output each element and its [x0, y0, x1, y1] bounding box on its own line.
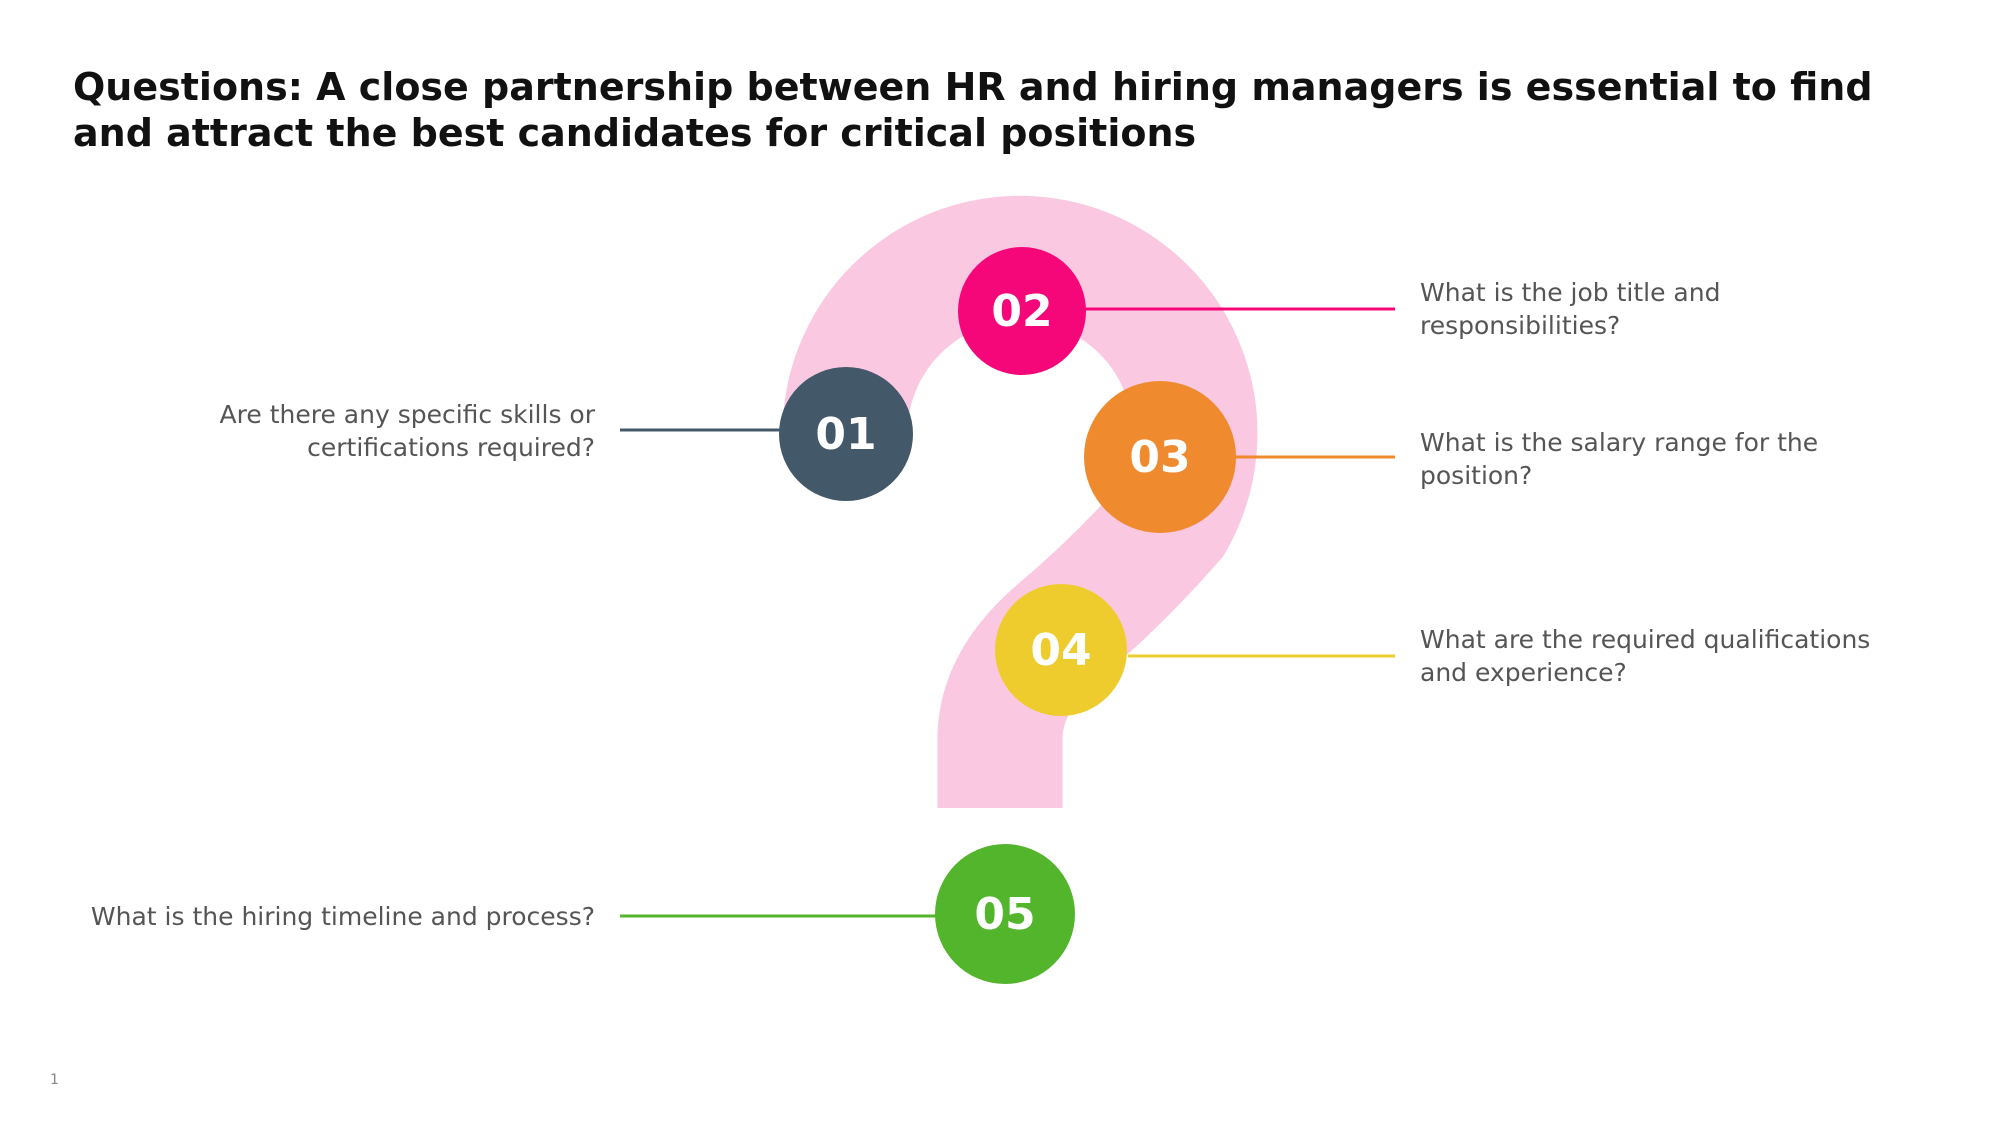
- slide-title: Questions: A close partnership between H…: [73, 65, 1873, 155]
- step-badge-03: 03: [1084, 381, 1236, 533]
- step-number-04: 04: [1030, 625, 1091, 676]
- question-03: What is the salary range for the positio…: [1420, 428, 1819, 490]
- step-badge-02: 02: [958, 247, 1086, 375]
- step-badge-01: 01: [779, 367, 913, 501]
- step-circle-03: [1084, 381, 1236, 533]
- step-number-03: 03: [1129, 432, 1190, 483]
- question-04: What are the required qualifications and…: [1420, 625, 1871, 687]
- page-number: 1: [50, 1072, 59, 1088]
- step-badge-05: 05: [935, 844, 1075, 984]
- step-number-05: 05: [974, 889, 1035, 940]
- step-badge-04: 04: [995, 584, 1127, 716]
- step-circle-05: [935, 844, 1075, 984]
- step-circle-01: [779, 367, 913, 501]
- step-circle-04: [995, 584, 1127, 716]
- question-01: Are there any specific skills or certifi…: [219, 400, 595, 462]
- step-circle-02: [958, 247, 1086, 375]
- question-05: What is the hiring timeline and process?: [90, 902, 595, 931]
- step-number-02: 02: [991, 286, 1052, 337]
- question-02: What is the job title and responsibiliti…: [1420, 278, 1721, 340]
- step-number-01: 01: [815, 409, 876, 460]
